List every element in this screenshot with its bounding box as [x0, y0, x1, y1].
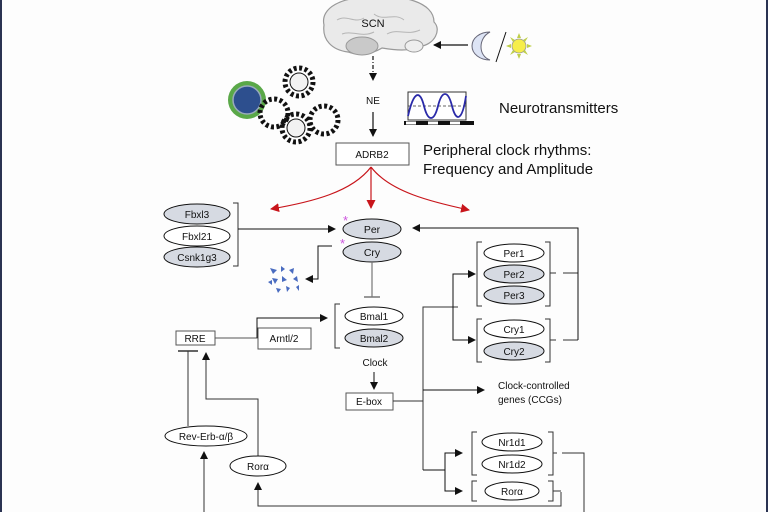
nr1d-output-line — [553, 452, 585, 512]
adrb2-label: ADRB2 — [355, 150, 389, 161]
ebox-label: E-box — [356, 397, 382, 408]
regulator-node: Fbxl3 — [163, 203, 231, 225]
regulator-node: Csnk1g3 — [163, 246, 231, 268]
ccg-line1: Clock-controlled — [498, 381, 570, 392]
cry-group-bracket-left — [476, 318, 482, 363]
rev-erb-node: Rev-Erb-α/β — [164, 425, 248, 447]
phospho-asterisk: * — [343, 213, 348, 228]
per-group-bracket-right — [545, 241, 551, 307]
nr1d1-node: Nr1d1 — [481, 432, 543, 452]
scn-label: SCN — [361, 18, 384, 30]
bmal2-node: Bmal2 — [344, 328, 404, 348]
peripheral-line2: Frequency and Amplitude — [423, 161, 593, 178]
regulator-bracket — [233, 202, 239, 267]
bmal1-node: Bmal1 — [344, 306, 404, 326]
peripheral-line1: Peripheral clock rhythms: — [423, 142, 591, 159]
svg-text:Fbxl3: Fbxl3 — [185, 210, 210, 221]
day-night-divider — [495, 31, 507, 63]
svg-text:Per2: Per2 — [503, 270, 525, 281]
ebox-cry-arrow — [452, 307, 476, 344]
ccg-line2: genes (CCGs) — [498, 395, 562, 406]
svg-text:Cry1: Cry1 — [503, 325, 525, 336]
svg-text:Bmal2: Bmal2 — [360, 334, 389, 345]
svg-text:Fbxl21: Fbxl21 — [182, 232, 212, 243]
arntl-box — [257, 327, 312, 350]
rre-label: RRE — [184, 334, 205, 345]
svg-text:Nr1d1: Nr1d1 — [498, 438, 526, 449]
per-node: Per — [342, 218, 402, 240]
moon-icon — [471, 31, 491, 61]
ror-left-node: Rorα — [229, 455, 287, 477]
negative-feedback-arrow — [412, 224, 579, 340]
ebox-ror-arrow — [444, 470, 463, 495]
svg-text:Rorα: Rorα — [501, 487, 523, 498]
clock-label: Clock — [362, 358, 388, 369]
sun-icon — [506, 33, 532, 59]
ror-feedback-arrow — [254, 482, 562, 507]
red-arrow-right — [370, 166, 470, 213]
ror-group-bracket-right — [548, 480, 554, 502]
degradation-fragments-icon — [268, 266, 299, 293]
ebox-per-arrow — [452, 270, 476, 307]
degradation-arrow — [305, 245, 332, 283]
red-arrow-left — [270, 166, 372, 213]
per3-node: Per3 — [483, 285, 545, 305]
svg-text:Cry: Cry — [364, 247, 381, 259]
nr1d-group-bracket-right — [548, 431, 554, 476]
phospho-asterisk: * — [340, 236, 345, 251]
svg-text:Per1: Per1 — [503, 249, 525, 260]
ror-group-bracket-left — [471, 480, 477, 502]
svg-text:Per3: Per3 — [503, 291, 525, 302]
svg-text:Bmal1: Bmal1 — [360, 312, 389, 323]
cry-group-bracket-right — [545, 318, 551, 363]
brain-icon: SCN — [323, 0, 438, 56]
nr1d-group-bracket-left — [471, 431, 477, 476]
ebox-trunk — [393, 306, 458, 402]
nr1d2-node: Nr1d2 — [481, 454, 543, 474]
svg-text:Rev-Erb-α/β: Rev-Erb-α/β — [179, 432, 234, 443]
per1-node: Per1 — [483, 243, 545, 263]
ror-rre-arrow — [202, 352, 259, 456]
cry1-node: Cry1 — [483, 319, 545, 339]
ebox-nr1d-arrow — [423, 449, 463, 471]
regulator-node: Fbxl21 — [163, 225, 231, 247]
gears-icon — [228, 65, 341, 145]
bmal-bracket — [334, 303, 340, 349]
svg-text:Nr1d2: Nr1d2 — [498, 460, 526, 471]
neurotransmitters-label: Neurotransmitters — [499, 100, 618, 117]
svg-text:Rorα: Rorα — [247, 462, 269, 473]
svg-text:Csnk1g3: Csnk1g3 — [177, 253, 217, 264]
per2-node: Per2 — [483, 264, 545, 284]
svg-text:Per: Per — [364, 224, 381, 236]
neurotransmitter-wave-icon — [404, 91, 474, 125]
svg-text:Cry2: Cry2 — [503, 347, 525, 358]
ror-right-node: Rorα — [484, 481, 540, 501]
adrb2-box — [335, 142, 410, 166]
cry2-node: Cry2 — [483, 341, 545, 361]
per-group-bracket-left — [476, 241, 482, 307]
arntl-bmal-arrow — [256, 314, 328, 338]
cry-node: Cry — [342, 241, 402, 263]
ne-label: NE — [366, 96, 380, 107]
arntl-label: Arntl/2 — [270, 334, 299, 345]
